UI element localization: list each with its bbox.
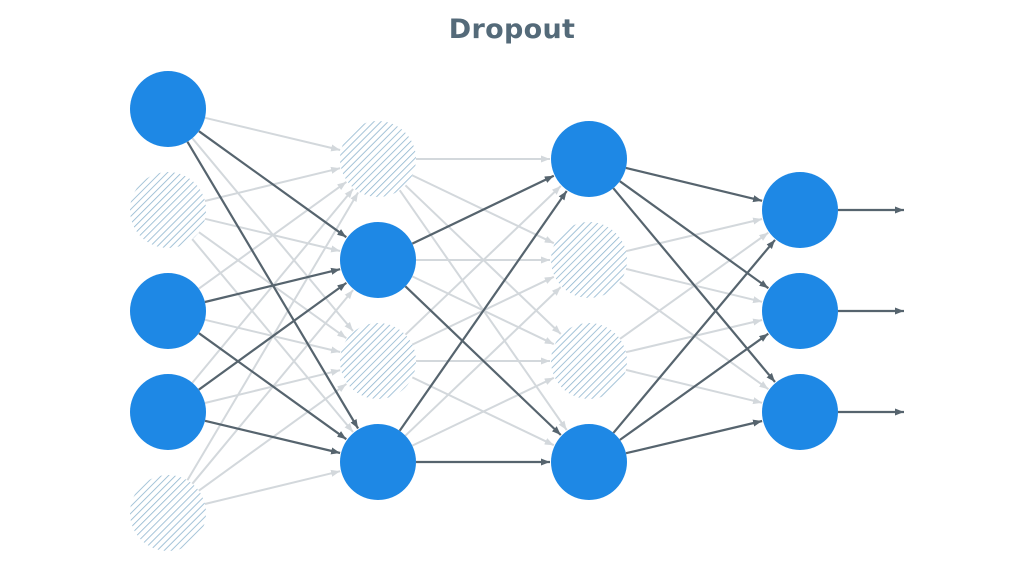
input-neuron-active bbox=[130, 273, 206, 349]
hidden-2-neuron-active bbox=[551, 121, 627, 197]
active-connection bbox=[625, 419, 763, 455]
diagram-title: Dropout bbox=[448, 14, 576, 45]
active-connection bbox=[619, 180, 770, 290]
dropped-connection bbox=[204, 116, 341, 152]
input-neuron-dropped bbox=[130, 475, 206, 551]
active-connection bbox=[619, 332, 769, 441]
hidden-2-neuron-active bbox=[551, 424, 627, 500]
network-nodes bbox=[130, 71, 838, 551]
dropped-connection bbox=[198, 181, 347, 290]
input-neuron-active bbox=[130, 374, 206, 450]
active-connection bbox=[204, 419, 341, 455]
hidden-2-neuron-dropped bbox=[551, 323, 627, 399]
hidden-2-neuron-dropped bbox=[551, 222, 627, 298]
hidden-1-neuron-active bbox=[340, 222, 416, 298]
hidden-1-neuron-dropped bbox=[340, 323, 416, 399]
dropped-connection bbox=[204, 469, 341, 505]
input-neuron-active bbox=[130, 71, 206, 147]
output-neuron-active bbox=[762, 273, 838, 349]
output-neuron-active bbox=[762, 374, 838, 450]
input-neuron-dropped bbox=[130, 172, 206, 248]
active-connection bbox=[404, 285, 562, 436]
active-connection bbox=[198, 332, 347, 441]
output-arrows bbox=[838, 206, 904, 416]
active-connection bbox=[612, 239, 776, 434]
active-connection bbox=[198, 130, 347, 239]
active-connection bbox=[398, 190, 568, 432]
active-connection bbox=[198, 282, 348, 391]
dropped-connections bbox=[186, 116, 769, 505]
output-neuron-active bbox=[762, 172, 838, 248]
active-connection bbox=[612, 187, 776, 383]
hidden-1-neuron-dropped bbox=[340, 121, 416, 197]
active-connection bbox=[411, 174, 555, 245]
hidden-1-neuron-active bbox=[340, 424, 416, 500]
active-connection bbox=[204, 267, 341, 304]
dropped-connection bbox=[411, 376, 555, 447]
active-connections bbox=[186, 130, 776, 466]
active-connection bbox=[625, 166, 763, 203]
